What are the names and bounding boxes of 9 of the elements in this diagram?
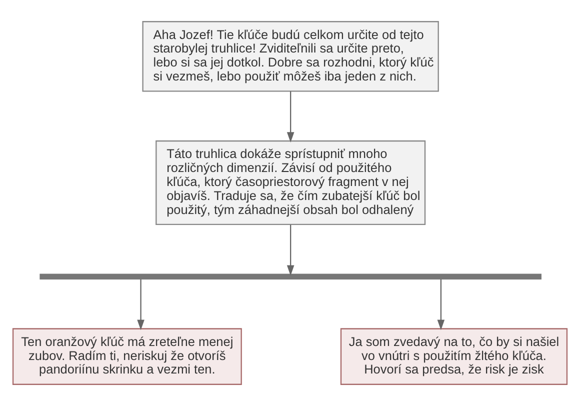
node-box: Ja som zvedavý na to, čo by si našiel vo vnútri s použitím žltého kľúča. Hovorí sa predsa, že risk je zisk bbox=[340, 328, 568, 384]
arrow bbox=[286, 224, 294, 276]
node-box: Aha Jozef! Tie kľúče budú celkom určite od tejto starobylej truhlice! Zviditeľnili sa určite preto, lebo si sa jej dotkol. Dobre sa rozhodni, ktorý kľúč si vezmeš, lebo použiť môžeš iba jeden z nich. bbox=[142, 20, 439, 92]
node-box: Ten oranžový kľúč má zreteľne menej zubov. Radím ti, neriskuj že otvoríš pandoriínu skrinku a vezmi ten. bbox=[12, 328, 242, 384]
node-box: Táto truhlica dokáže sprístupniť mnoho rozličných dimenzií. Závisí od použitého kľúča, ktorý časopriestorový fragment v nej objavíš. Traduje sa, že čím zubatejší kľúč bol použitý, tým záhadnejší obsah bol odhalený bbox=[156, 140, 426, 225]
arrow bbox=[286, 90, 294, 142]
node-bar bbox=[40, 273, 542, 279]
arrow bbox=[137, 278, 144, 330]
arrow bbox=[437, 278, 445, 330]
